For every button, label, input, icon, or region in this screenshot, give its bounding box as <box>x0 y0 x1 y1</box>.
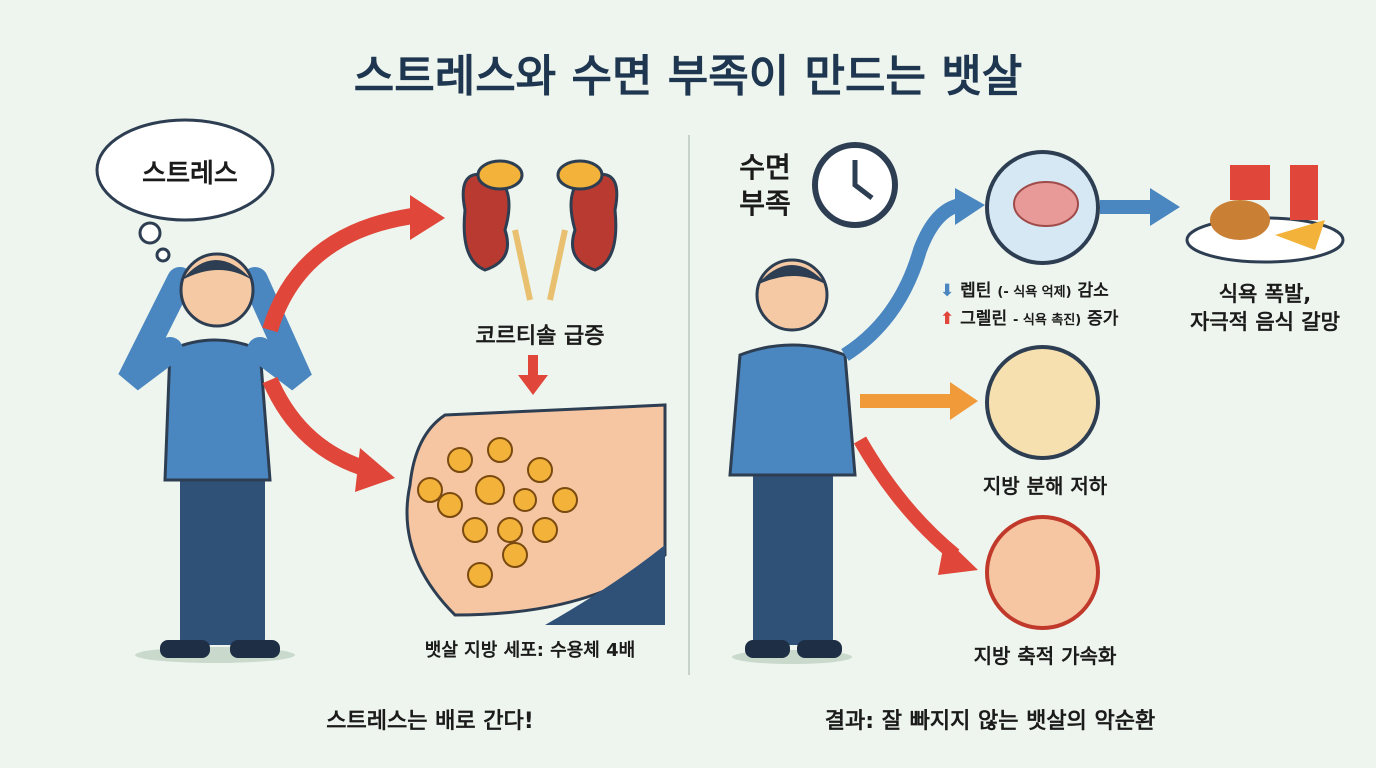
fat-storage-label: 지방 축적 가속화 <box>973 644 1117 668</box>
leptin-change: 감소 <box>1077 281 1109 301</box>
divider <box>688 135 690 675</box>
brain-icon <box>1013 181 1079 227</box>
ghrelin-row: ⬆ 그렐린 - 식욕 촉진) 증가 <box>940 306 1118 334</box>
tired-man-illustration <box>728 258 857 664</box>
sleep-deprivation-label: 수면 부족 <box>725 150 805 222</box>
red-arrows <box>262 195 548 492</box>
right-caption: 결과: 잘 빠지지 않는 뱃살의 악순환 <box>824 709 1156 734</box>
appetite-line2: 자극적 음식 갈망 <box>1190 310 1340 334</box>
fast-food-illustration <box>1185 165 1345 264</box>
left-caption: 스트레스는 배로 간다! <box>326 709 534 734</box>
waist-circle <box>985 345 1100 460</box>
sleep-label-line1: 수면 <box>739 151 791 184</box>
appetite-line1: 식욕 폭발, <box>1218 282 1312 306</box>
clock-icon <box>812 142 898 228</box>
leptin-detail: (- 식욕 억제) <box>997 285 1072 300</box>
kidneys-illustration <box>461 159 619 301</box>
leptin-row: ⬇ 렙틴 (- 식욕 억제) 감소 <box>940 278 1118 306</box>
fat-cells-label: 뱃살 지방 세포: 수용체 4배 <box>424 640 636 661</box>
appetite-label: 식욕 폭발, 자극적 음식 갈망 <box>1165 280 1365 336</box>
right-arrows <box>841 188 1180 575</box>
arrow-up-icon: ⬆ <box>940 309 955 329</box>
sleep-label-line2: 부족 <box>739 187 791 220</box>
stress-bubble-text: 스트레스 <box>142 159 238 189</box>
ghrelin-detail: - 식욕 촉진) <box>1013 313 1082 328</box>
hormone-list: ⬇ 렙틴 (- 식욕 억제) 감소 ⬆ 그렐린 - 식욕 촉진) 증가 <box>940 278 1118 334</box>
thought-bubble <box>95 118 275 263</box>
belly-circle <box>985 515 1100 630</box>
stressed-man-illustration <box>118 252 312 663</box>
cortisol-label: 코르티솔 급증 <box>475 324 605 349</box>
leptin-name: 렙틴 <box>960 281 992 301</box>
arrow-down-icon: ⬇ <box>940 281 955 301</box>
fat-breakdown-label: 지방 분해 저하 <box>982 474 1108 498</box>
belly-fat-illustration <box>405 403 667 625</box>
page-title: 스트레스와 수면 부족이 만드는 뱃살 <box>353 51 1023 102</box>
brain-circle <box>985 150 1100 265</box>
ghrelin-name: 그렐린 <box>960 309 1008 329</box>
ghrelin-change: 증가 <box>1087 309 1119 329</box>
